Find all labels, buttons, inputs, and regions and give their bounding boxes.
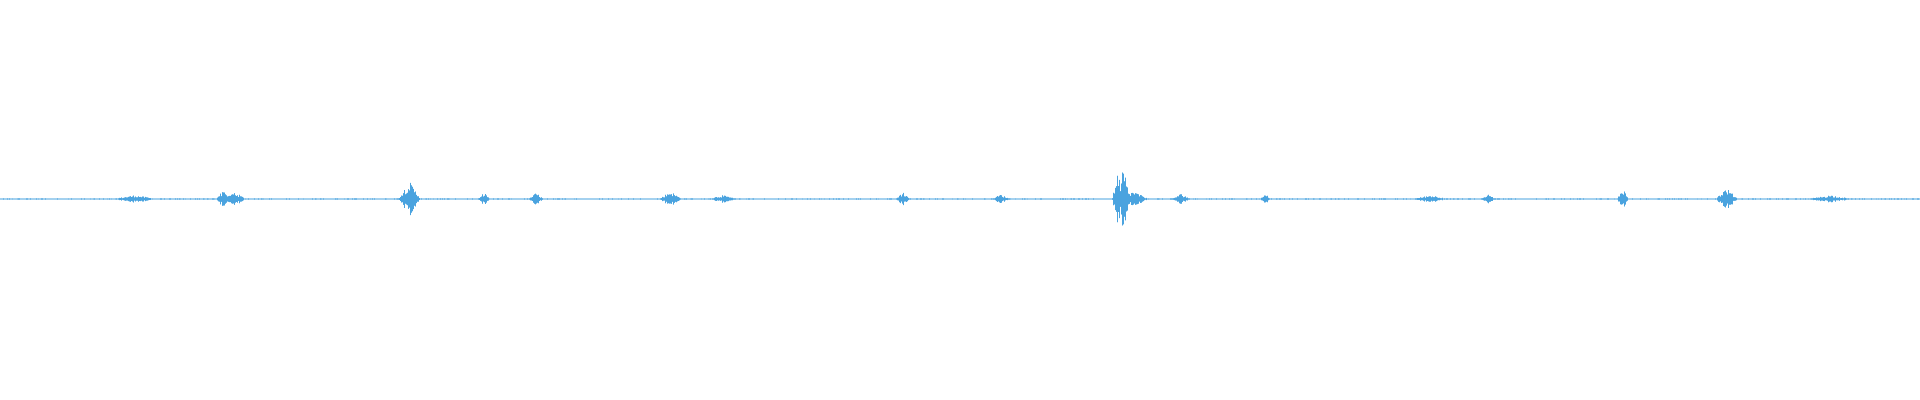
waveform-marks bbox=[3, 172, 1919, 226]
